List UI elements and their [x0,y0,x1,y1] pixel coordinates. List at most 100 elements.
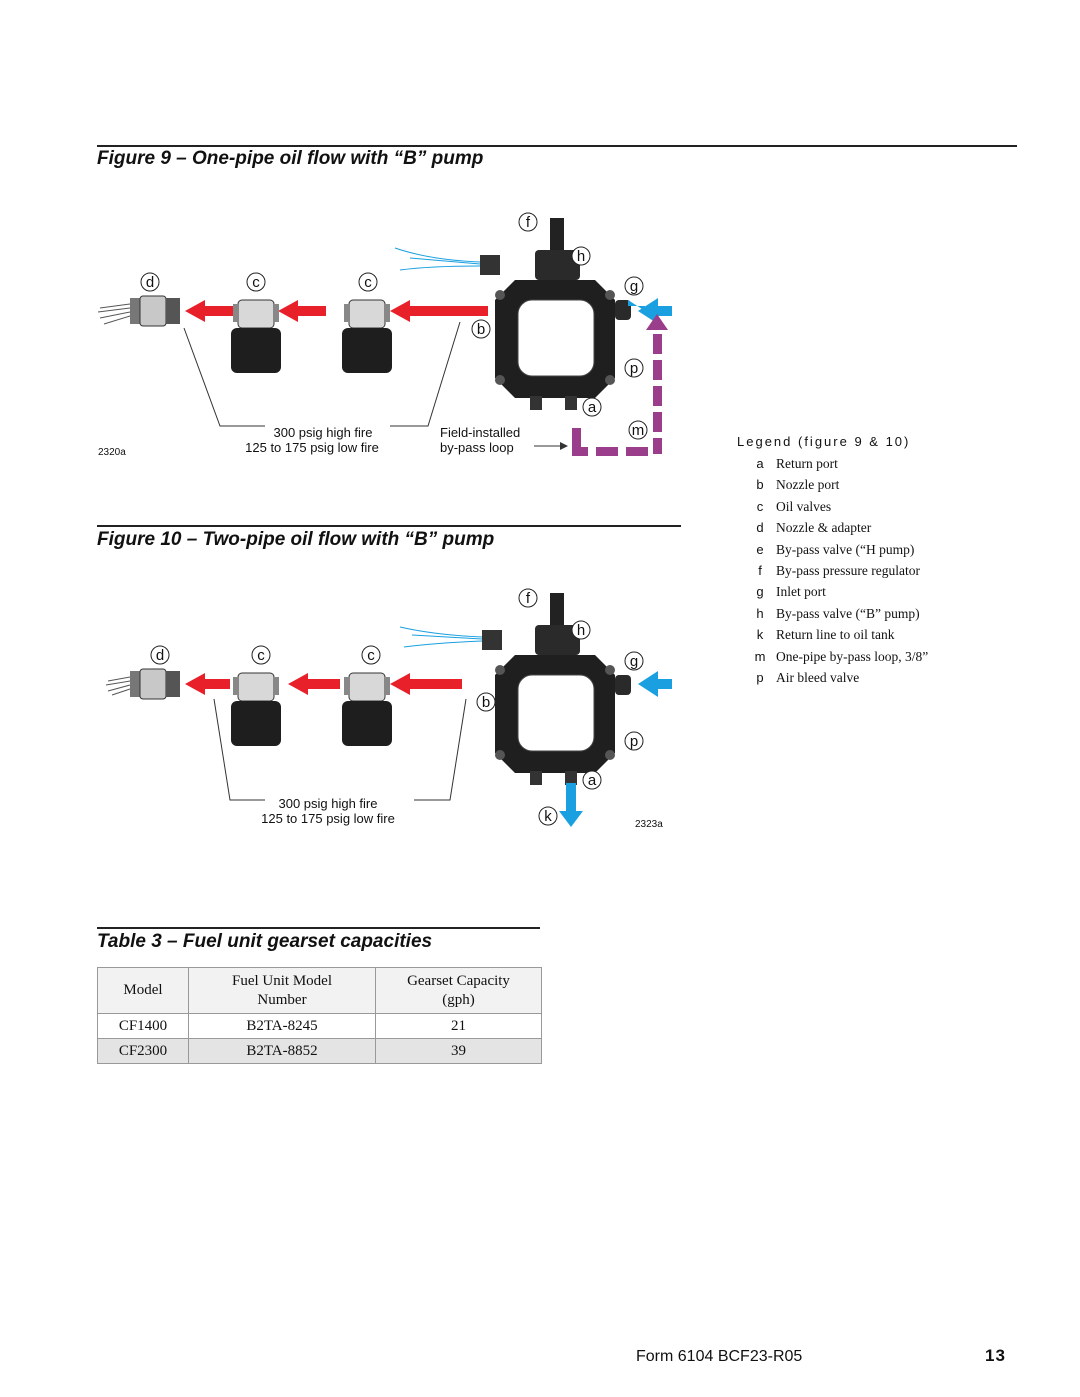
oil-valve-c2 [342,299,392,373]
legend-key: h [756,605,764,621]
svg-text:b: b [477,321,485,338]
legend-key: c [756,498,764,514]
legend-item-g: g Inlet port [752,584,826,605]
svg-text:a: a [588,772,597,789]
svg-text:k: k [544,808,552,825]
legend-key: a [756,456,764,471]
label-a: a [582,397,602,417]
oil-valve-c1 [231,672,281,746]
table3-title: Table 3 – Fuel unit gearset capacities [97,931,433,952]
return-arrow-k [559,783,583,827]
inlet-arrow [638,298,672,324]
legend-label: Nozzle port [776,477,840,493]
legend-label: Air bleed valve [776,670,860,685]
form-number: Form 6104 BCF23-R05 [636,1348,803,1365]
legend-label: By-pass valve (“H pump) [776,541,915,557]
svg-text:c: c [252,274,260,291]
wire-leads [394,247,481,271]
label-d: d [140,272,160,292]
label-b: b [471,319,491,339]
label-c1: c [251,645,271,665]
label-c2: c [361,645,381,665]
label-f: f [518,212,538,232]
legend-item-m: m One-pipe by-pass loop, 3/8” [752,648,929,670]
svg-text:b: b [482,694,490,711]
label-p: p [624,358,644,378]
svg-text:d: d [156,647,164,664]
label-h: h [571,246,591,266]
fig9-image-id: 2320a [98,447,126,458]
svg-text:p: p [630,360,638,377]
fig9-pressure-low: 125 to 175 psig low fire [245,440,379,455]
fig10-pressure-low: 125 to 175 psig low fire [261,811,395,826]
svg-text:g: g [630,278,638,295]
legend-label: Oil valves [776,498,832,514]
figure10-top-rule [97,525,681,527]
nozzle-adapter-d [105,668,180,700]
fig10-pressure-high: 300 psig high fire [278,796,377,811]
oil-valve-c2 [342,672,392,746]
fig9-pressure-high: 300 psig high fire [273,425,372,440]
nozzle-adapter-d [97,295,180,327]
label-g: g [624,276,644,296]
legend-key: f [758,563,762,578]
label-d: d [150,645,170,665]
svg-text:d: d [146,274,154,291]
wire-leads [399,626,483,648]
legend-label: By-pass pressure regulator [776,563,920,578]
figure9-top-rule [97,145,1017,147]
label-c2: c [358,272,378,292]
label-c1: c [246,272,266,292]
svg-text:f: f [526,214,531,231]
page-number: 13 [985,1346,1006,1365]
legend-item-f: f By-pass pressure regulator [752,563,920,584]
svg-text:c: c [367,647,375,664]
figure9-diagram: d c c f h g b p a m 300 psig high fire 1… [97,212,672,458]
svg-text:p: p [630,733,638,750]
oil-valve-c1 [231,299,281,373]
fig9-loop-line2: by-pass loop [440,440,514,455]
label-p: p [624,731,644,751]
legend-key: e [756,541,764,557]
legend-item-e: e By-pass valve (“H pump) [752,542,914,563]
label-k: k [538,806,558,826]
table3-top-rule [97,927,540,929]
label-b: b [476,692,496,712]
legend-key: g [756,584,764,600]
svg-text:c: c [257,647,265,664]
fuel-pump-body [480,218,631,410]
legend-label: Return port [776,456,838,471]
bypass-loop [572,314,668,456]
table-row: CF1400 B2TA-8245 21 [97,1013,542,1039]
header-model: Model [97,967,189,1014]
svg-text:h: h [577,248,585,265]
svg-text:h: h [577,622,585,639]
svg-text:a: a [588,399,597,416]
figure9-title: Figure 9 – One-pipe oil flow with “B” pu… [97,148,484,169]
legend-item-b: b Nozzle port [752,477,839,498]
label-m: m [628,420,648,440]
legend-key: b [756,477,764,493]
legend-key: m [754,648,766,664]
figure10-title: Figure 10 – Two-pipe oil flow with “B” p… [97,529,495,550]
header-gearset-capacity: Gearset Capacity(gph) [375,967,542,1014]
svg-text:g: g [630,653,638,670]
figure10-diagram: d c c f h g b p a k 300 psig high fire 1… [105,588,672,830]
legend-label: Nozzle & adapter [776,520,872,536]
table-row: CF2300 B2TA-8852 39 [97,1038,542,1064]
inlet-arrow [638,671,672,697]
label-a: a [582,770,602,790]
legend-item-a: a Return port [752,456,838,477]
svg-text:m: m [632,422,645,439]
svg-text:c: c [364,274,372,291]
svg-text:f: f [526,590,531,607]
legend-label: Inlet port [776,584,826,600]
legend-label: One-pipe by-pass loop, 3/8” [776,648,929,664]
label-f: f [518,588,538,608]
